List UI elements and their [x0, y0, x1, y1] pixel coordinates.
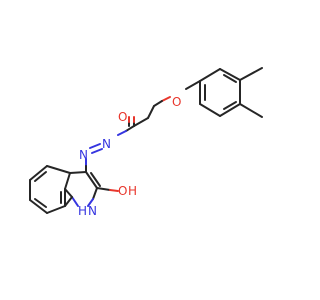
azo-nitrogen-1-label: N	[102, 137, 111, 151]
bond	[69, 171, 87, 174]
hydroxyl-oxygen-label: O	[118, 184, 127, 198]
bond-ring-to-o	[185, 80, 201, 90]
azo-bond-double	[91, 148, 103, 154]
bond-ch2-to-co	[133, 117, 149, 127]
bond-inner	[223, 101, 237, 110]
bond-co-to-n	[117, 130, 127, 136]
indole-nitrogen-label: N	[88, 204, 97, 218]
bond-fused	[64, 196, 73, 207]
bond	[199, 103, 221, 117]
ether-oxygen-label: O	[172, 95, 181, 109]
bond	[46, 165, 71, 174]
bond-co-to-n	[125, 125, 135, 132]
indole-pyrrole-ring	[64, 171, 101, 207]
bond-o-to-ch2	[153, 100, 163, 107]
molecule-canvas: O O N N O H H N	[29, 67, 263, 218]
bond	[92, 187, 98, 200]
structure-diagram: O O N N O H H N	[29, 67, 263, 218]
bond	[199, 68, 221, 82]
azo-nitrogen-2-label: N	[79, 148, 88, 162]
bond	[64, 188, 73, 198]
bond-ch2-to-co	[147, 105, 155, 119]
bond	[46, 205, 66, 214]
bond-o-to-ch2	[161, 96, 171, 102]
carbonyl-oxygen-label: O	[118, 110, 127, 124]
bond	[29, 165, 48, 181]
indole-benzene-ring	[29, 165, 73, 214]
bond-inner	[223, 74, 237, 83]
bond	[71, 196, 79, 207]
bond	[219, 68, 241, 81]
bond-c2-to-oh	[96, 187, 111, 191]
bond-inner	[90, 172, 101, 187]
indole-hydrogen-label: H	[78, 204, 87, 218]
methyl-bond-meta	[239, 103, 263, 118]
bond	[219, 103, 241, 117]
hydroxyl-hydrogen-label: H	[128, 184, 137, 198]
bond	[29, 199, 48, 214]
bond	[85, 171, 98, 189]
dimethylphenyl-ring	[199, 68, 241, 117]
bond	[64, 172, 71, 190]
bond	[87, 198, 94, 207]
bond-inner	[34, 198, 47, 208]
bond-c2-to-oh	[109, 189, 119, 192]
azo-bond	[89, 143, 101, 149]
bond-inner	[34, 171, 47, 182]
methyl-bond-para	[239, 67, 263, 81]
